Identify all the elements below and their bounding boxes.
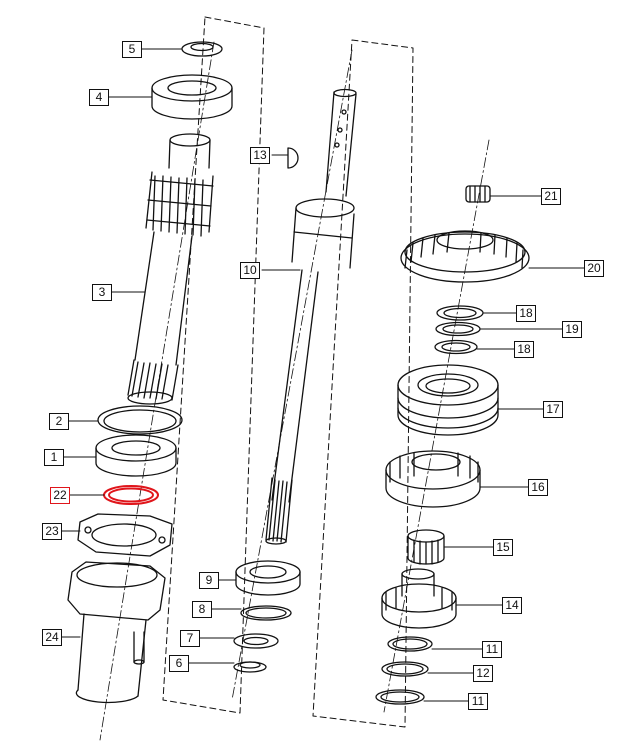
seal-bottom	[233, 661, 267, 673]
synchro-hub	[397, 364, 499, 436]
callout-part-14[interactable]: 14	[502, 597, 522, 614]
washer	[233, 633, 279, 649]
callout-part-2[interactable]: 2	[49, 413, 69, 430]
gear-top	[400, 230, 530, 283]
callout-part-7[interactable]: 7	[180, 630, 200, 647]
callout-part-22[interactable]: 22	[50, 487, 70, 504]
input-shaft	[127, 133, 214, 405]
bearing-main	[235, 560, 301, 596]
callout-part-3[interactable]: 3	[92, 284, 112, 301]
callout-part-11-upper[interactable]: 11	[482, 641, 502, 658]
callout-part-23[interactable]: 23	[42, 523, 62, 540]
main-shaft	[265, 88, 357, 545]
callout-part-13[interactable]: 13	[250, 147, 270, 164]
assembly-panel-right	[312, 39, 414, 728]
callout-part-6[interactable]: 6	[169, 655, 189, 672]
assembly-panel-center	[162, 16, 265, 714]
callout-part-9[interactable]: 9	[199, 572, 219, 589]
ring-c	[375, 689, 425, 705]
bearing-lower	[95, 434, 177, 477]
callout-part-16[interactable]: 16	[528, 479, 548, 496]
woodruff-key	[287, 147, 299, 169]
callout-part-5[interactable]: 5	[122, 41, 142, 58]
callout-part-21[interactable]: 21	[541, 188, 561, 205]
gasket	[77, 513, 173, 557]
needle-bearing	[407, 529, 445, 565]
circlip	[435, 321, 481, 337]
housing	[67, 561, 166, 704]
callout-part-1[interactable]: 1	[44, 449, 64, 466]
thrust-washer-b	[434, 339, 478, 355]
callout-part-10[interactable]: 10	[240, 262, 260, 279]
callout-part-18-lower[interactable]: 18	[514, 341, 534, 358]
o-ring	[103, 485, 159, 505]
callout-part-17[interactable]: 17	[543, 401, 563, 418]
callout-part-11-lower[interactable]: 11	[468, 693, 488, 710]
gear-small	[381, 568, 457, 629]
axis-left	[99, 41, 215, 741]
snap-ring	[240, 605, 292, 621]
thrust-washer-a	[436, 305, 484, 321]
callout-part-12[interactable]: 12	[473, 665, 493, 682]
callout-part-8[interactable]: 8	[192, 601, 212, 618]
needle-small	[465, 185, 491, 203]
ring-b	[381, 661, 429, 677]
leader-lines	[61, 48, 585, 702]
shim-ring	[97, 405, 183, 435]
callout-part-24[interactable]: 24	[42, 629, 62, 646]
seal-small	[181, 41, 223, 57]
axis-center	[231, 49, 353, 701]
callout-part-18-upper[interactable]: 18	[516, 305, 536, 322]
bearing-top	[151, 74, 233, 120]
callout-part-19[interactable]: 19	[562, 321, 582, 338]
ring-a	[387, 636, 433, 652]
callout-part-20[interactable]: 20	[584, 260, 604, 277]
gear-mid	[385, 450, 481, 508]
axis-right	[383, 139, 490, 713]
callout-part-4[interactable]: 4	[89, 89, 109, 106]
callout-part-15[interactable]: 15	[493, 539, 513, 556]
